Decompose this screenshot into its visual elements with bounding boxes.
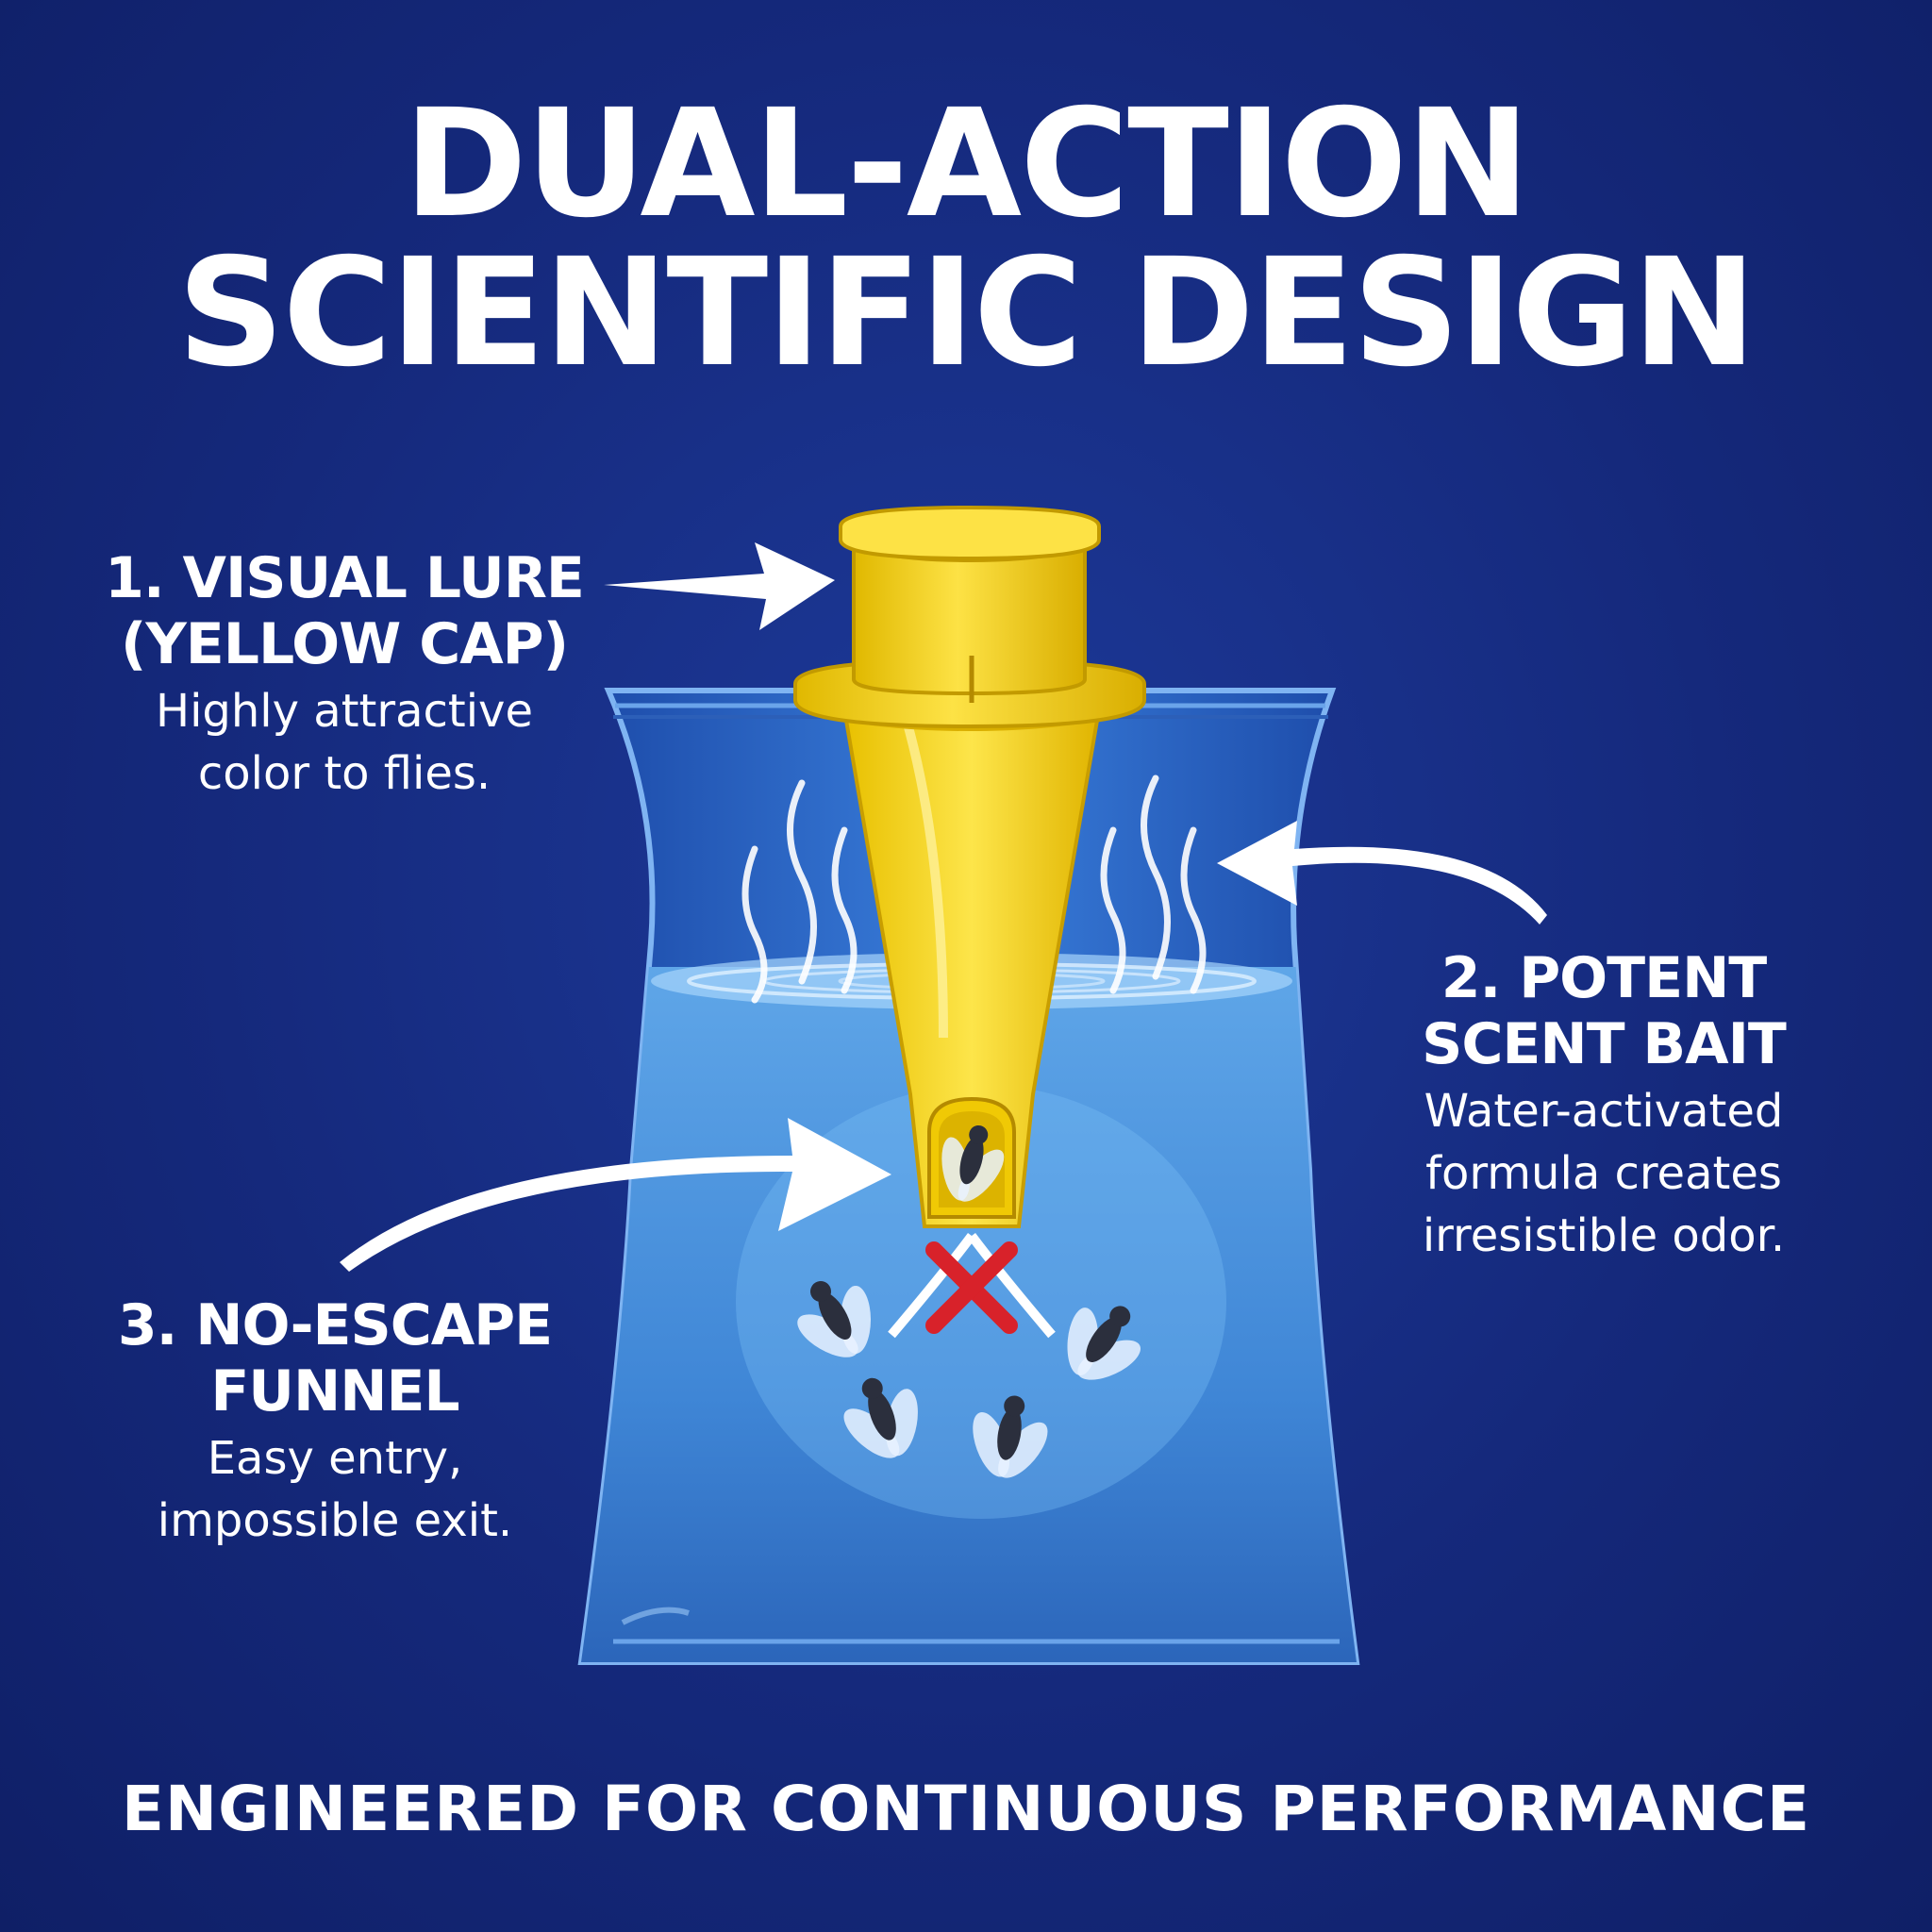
arrow-icon bbox=[604, 542, 835, 630]
callout-description: formula creates bbox=[1425, 1147, 1782, 1200]
title-line-2: SCIENTIFIC DESIGN bbox=[176, 226, 1757, 400]
callout-heading: 2. POTENT bbox=[1441, 945, 1767, 1011]
callout-heading: 1. VISUAL LURE bbox=[105, 545, 585, 611]
callout-description: Water-activated bbox=[1424, 1085, 1784, 1138]
arrow-icon bbox=[1217, 821, 1547, 924]
fly-icon bbox=[797, 1281, 871, 1357]
scent-wave-icon bbox=[741, 774, 1207, 1004]
callout-description: color to flies. bbox=[197, 747, 491, 800]
callout-scent-bait: 2. POTENT SCENT BAIT Water-activated for… bbox=[1354, 945, 1854, 1264]
fly-icon bbox=[843, 1377, 918, 1458]
title-line-1: DUAL-ACTION bbox=[403, 77, 1530, 251]
page-title: DUAL-ACTION SCIENTIFIC DESIGN bbox=[0, 90, 1932, 388]
fly-icon bbox=[941, 1124, 1005, 1202]
callout-heading: SCENT BAIT bbox=[1422, 1011, 1787, 1077]
callout-heading: FUNNEL bbox=[210, 1358, 459, 1424]
fly-icon bbox=[1067, 1306, 1141, 1380]
footer-tagline: ENGINEERED FOR CONTINUOUS PERFORMANCE bbox=[121, 1773, 1811, 1845]
arrow-icon bbox=[340, 1118, 891, 1272]
callout-visual-lure: 1. VISUAL LURE (YELLOW CAP) Highly attra… bbox=[94, 545, 594, 802]
callout-no-escape-funnel: 3. NO-ESCAPE FUNNEL Easy entry, impossib… bbox=[85, 1292, 585, 1549]
callout-heading: (YELLOW CAP) bbox=[120, 611, 569, 677]
callout-description: Highly attractive bbox=[155, 685, 533, 738]
callout-description: Easy entry, bbox=[207, 1432, 463, 1485]
callout-description: impossible exit. bbox=[157, 1494, 513, 1547]
fly-icon bbox=[973, 1395, 1048, 1478]
callout-description: irresistible odor. bbox=[1422, 1209, 1786, 1262]
yellow-cap bbox=[793, 505, 1146, 731]
callout-heading: 3. NO-ESCAPE bbox=[117, 1292, 553, 1358]
x-mark-icon bbox=[888, 1232, 1056, 1339]
